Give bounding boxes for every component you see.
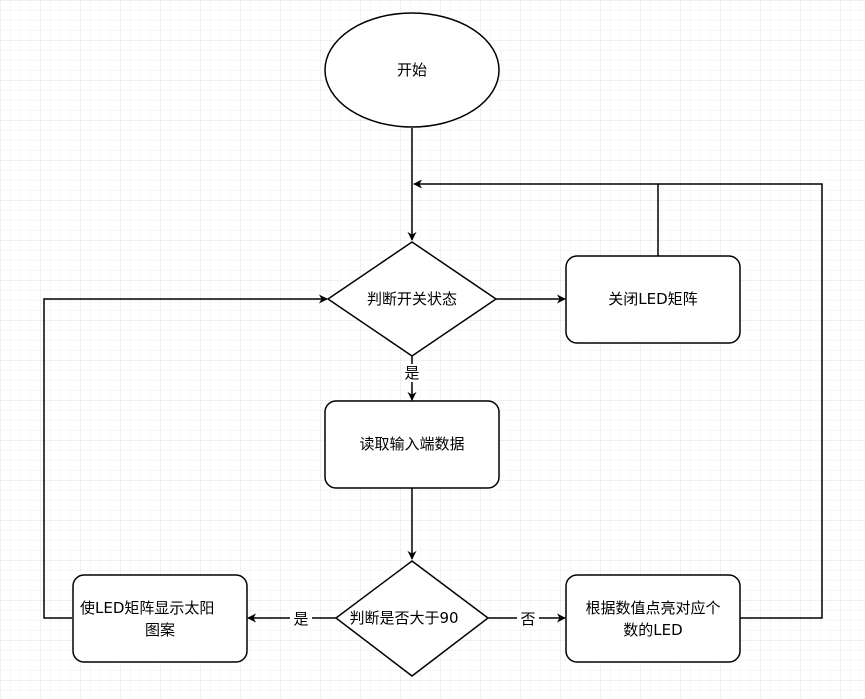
edge-label-gt90-yes: 是 bbox=[290, 609, 312, 628]
edge-label-gt90-no: 否 bbox=[517, 609, 539, 628]
edge-label-gt90-yes-text: 是 bbox=[293, 610, 308, 628]
edge-label-gt90-no-text: 否 bbox=[520, 610, 535, 628]
node-light-by-value: 根据数值点亮对应个 数的LED bbox=[565, 574, 741, 663]
node-show-sun: 使LED矩阵显示太阳 图案 bbox=[72, 574, 248, 663]
node-read-input: 读取输入端数据 bbox=[324, 400, 500, 489]
node-read-input-label: 读取输入端数据 bbox=[359, 435, 464, 453]
node-close-led-label: 关闭LED矩阵 bbox=[608, 290, 697, 308]
edge-label-switch-yes: 是 bbox=[401, 364, 423, 382]
node-light-by-value-label-line2: 数的LED bbox=[623, 621, 682, 639]
node-show-sun-label-line1: 使LED矩阵显示太阳 bbox=[80, 599, 214, 617]
edge-light-by-value-loop-back bbox=[658, 183, 823, 619]
node-check-gt90: 判断是否大于90 bbox=[334, 560, 490, 677]
node-check-switch-label: 判断开关状态 bbox=[367, 290, 457, 308]
edge-show-sun-loop-back bbox=[43, 294, 328, 619]
node-light-by-value-label-line1: 根据数值点亮对应个 bbox=[585, 599, 720, 617]
node-close-led: 关闭LED矩阵 bbox=[565, 255, 741, 344]
node-check-gt90-label: 判断是否大于90 bbox=[349, 609, 458, 627]
edge-label-switch-yes-text: 是 bbox=[404, 364, 419, 382]
node-start-label: 开始 bbox=[397, 61, 427, 79]
node-show-sun-label-line2: 图案 bbox=[145, 621, 175, 639]
node-start: 开始 bbox=[324, 12, 500, 128]
node-check-switch: 判断开关状态 bbox=[326, 241, 498, 357]
